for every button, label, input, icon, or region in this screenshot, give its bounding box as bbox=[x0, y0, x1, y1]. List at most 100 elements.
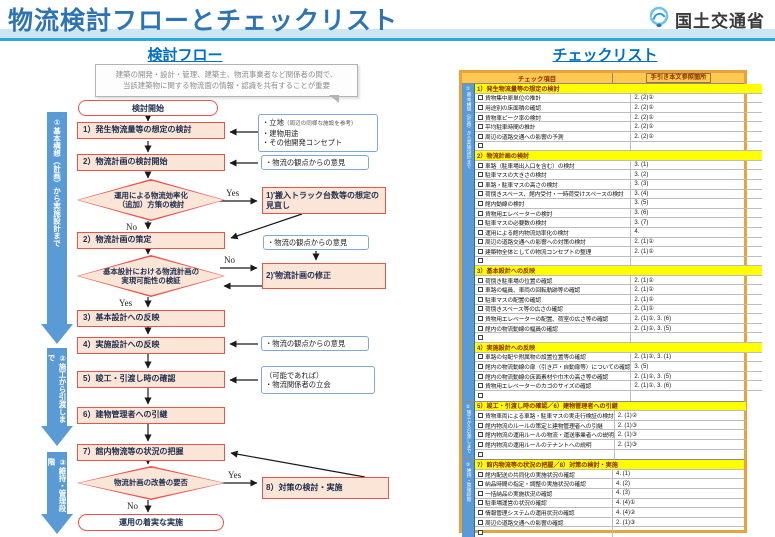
checkbox[interactable] bbox=[478, 124, 483, 130]
label-no-1: No bbox=[126, 222, 137, 232]
checklist-item-ref: 3. (5) bbox=[630, 362, 762, 371]
checklist-item-ref: 2. (1)① bbox=[630, 247, 762, 256]
page-title: 物流検討フローとチェックリスト bbox=[8, 7, 399, 35]
label-no-2: No bbox=[224, 255, 235, 265]
checkbox[interactable] bbox=[478, 172, 483, 178]
checkbox[interactable] bbox=[478, 220, 483, 226]
flow-heading: 検討フロー bbox=[147, 47, 223, 64]
checklist-item-label: 荷捌き駐車場の位置の確認 bbox=[485, 278, 553, 285]
checkbox[interactable] bbox=[478, 432, 483, 438]
checklist-item-ref: 4. (3) bbox=[612, 488, 744, 498]
checkbox[interactable] bbox=[478, 335, 483, 341]
checkbox[interactable] bbox=[478, 422, 483, 428]
checklist-item-label: 荷捌きスペース、館内受付・一時荷受けスペースの検討 bbox=[485, 192, 624, 199]
checkbox[interactable] bbox=[478, 500, 483, 506]
checklist-item-label: 館内配送の共同化の実施状況の確認 bbox=[485, 472, 575, 479]
flow-decision-1-line1: 運用による物流効率化 bbox=[114, 190, 188, 200]
checklist-item-label: 周辺の道路交通への影響の予測 bbox=[485, 134, 564, 141]
flow-sidestep-1: 1)′搬入トラック台数等の想定の見直し bbox=[262, 187, 386, 214]
flow-step-7: 6）建物管理者への引継 bbox=[77, 407, 225, 424]
checkbox[interactable] bbox=[478, 490, 483, 496]
checklist-section-header: 1）発生物流量等の想定の検討 bbox=[475, 84, 763, 94]
checkbox[interactable] bbox=[478, 373, 483, 379]
checkbox[interactable] bbox=[478, 383, 483, 389]
flow-note-siting-line1: ・立地（周辺の同様な施設を参考） bbox=[262, 118, 357, 128]
phase-bar-label: ①基本構想（計画）から実施設計まで bbox=[465, 87, 471, 169]
checkbox[interactable] bbox=[478, 162, 483, 168]
checkbox[interactable] bbox=[478, 306, 483, 312]
checkbox[interactable] bbox=[478, 509, 483, 515]
checkbox[interactable] bbox=[478, 393, 483, 399]
checkbox[interactable] bbox=[478, 114, 483, 120]
checklist-item-label: 貨物車ピーク率の検討 bbox=[485, 115, 541, 122]
checklist-item-ref: 2. (1)①, 3. (6) bbox=[630, 314, 762, 323]
checkbox[interactable] bbox=[478, 529, 483, 535]
checkbox[interactable] bbox=[478, 143, 483, 149]
checklist-item-ref: 3. (1) bbox=[630, 160, 762, 170]
checklist-item-ref bbox=[630, 256, 762, 266]
checklist-item-ref: 2. (1)①, 3. (5) bbox=[630, 371, 762, 381]
checklist-item-label: 一括納品の実施状況の確認 bbox=[485, 491, 553, 498]
checkbox[interactable] bbox=[478, 210, 483, 216]
flow-note-witness: （可能であれば） ・物流関係者の立会 bbox=[261, 366, 375, 394]
label-yes-1: Yes bbox=[226, 188, 240, 198]
checkbox[interactable] bbox=[478, 200, 483, 206]
checkbox[interactable] bbox=[478, 181, 483, 187]
mlit-logo-text: 国土交通省 bbox=[675, 12, 765, 31]
flow-note-siting: ・立地（周辺の同様な施設を参考） ・建物用途 ・その他開発コンセプト bbox=[258, 114, 378, 152]
checkbox[interactable] bbox=[478, 104, 483, 110]
checkbox[interactable] bbox=[478, 471, 483, 477]
checklist-item-label: 駐車場運営の状況の確認 bbox=[485, 501, 547, 508]
checklist-item-label: 館内の物流動線の扉（引き戸・自動扉等）についての確認 bbox=[485, 365, 631, 371]
checkbox[interactable] bbox=[478, 519, 483, 525]
checkbox[interactable] bbox=[478, 133, 483, 139]
checklist-item-label: 荷捌きスペース等の広さの確認 bbox=[485, 307, 563, 314]
checkbox[interactable] bbox=[478, 451, 483, 457]
checkbox[interactable] bbox=[478, 229, 483, 235]
checklist-section-header: 3）基本設計への反映 bbox=[475, 266, 763, 276]
checklist-item-ref: 2. (1)① bbox=[630, 275, 762, 285]
checklist-item-ref: 3. (3) bbox=[630, 179, 762, 189]
checkbox[interactable] bbox=[478, 296, 483, 302]
checklist-item-label: 貨物用エレベーターのカゴのサイズの確認 bbox=[485, 384, 592, 390]
flow-top-note: 建築の開発・設計・管理、建築主、物流事業者など関係者の間で、 当該建築物に関する… bbox=[95, 64, 358, 103]
phase-bar-label: ③維持・管理段階 bbox=[465, 463, 471, 502]
checkbox[interactable] bbox=[478, 354, 483, 360]
checkbox[interactable] bbox=[478, 239, 483, 245]
checkbox[interactable] bbox=[478, 191, 483, 197]
checklist-item-ref: 2. (2)① bbox=[630, 112, 762, 122]
checkbox[interactable] bbox=[478, 287, 483, 293]
checkbox[interactable] bbox=[478, 95, 483, 101]
checkbox[interactable] bbox=[478, 481, 483, 487]
checkbox[interactable] bbox=[478, 277, 483, 283]
flow-step-4: 3）基本設計への反映 bbox=[77, 310, 225, 327]
checklist-item-label: 納品時間の指定・調整の実施状況の確認 bbox=[485, 482, 586, 488]
flow-step-8: 7）館内物流等の状況の把握 bbox=[77, 444, 225, 461]
checkbox[interactable] bbox=[478, 325, 483, 331]
mlit-logo-icon bbox=[648, 6, 670, 33]
checkbox[interactable] bbox=[478, 248, 483, 254]
checkbox[interactable] bbox=[478, 364, 483, 370]
checklist-item-label: 情報管理システムの運用状況の確認 bbox=[485, 510, 575, 517]
flow-note-witness-line2: ・物流関係者の立会 bbox=[265, 380, 331, 389]
checkbox[interactable] bbox=[478, 441, 483, 447]
checklist-empty-row bbox=[475, 256, 763, 267]
checkbox[interactable] bbox=[478, 258, 483, 264]
flow-decision-1-line2: （追加）方策の検討 bbox=[117, 200, 185, 209]
checkbox[interactable] bbox=[478, 412, 483, 418]
flow-top-note-line2: 当該建築物に関する物流面の情報・認識を共有することが重要 bbox=[123, 80, 330, 90]
phase-bar-2: ②施工から引渡しまで bbox=[462, 401, 475, 460]
checkbox[interactable] bbox=[478, 316, 483, 322]
